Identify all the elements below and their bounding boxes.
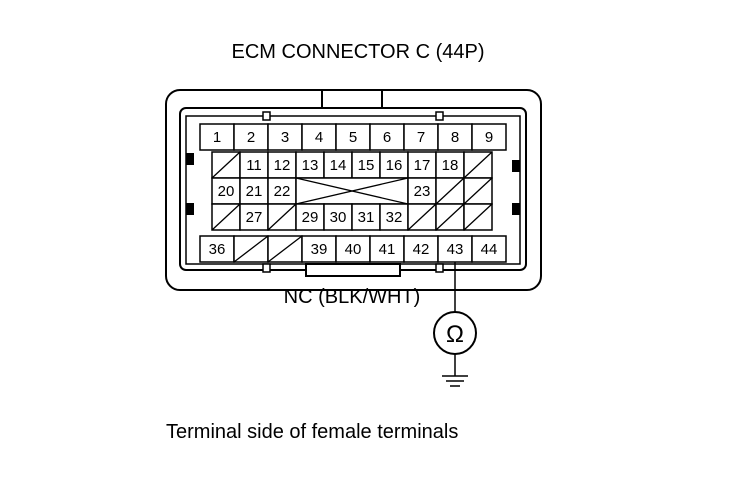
terminal-label: 44 [481, 241, 498, 258]
side-latches [186, 153, 520, 215]
terminal-label: 22 [274, 183, 291, 200]
terminal-label: 39 [311, 241, 328, 258]
blank-cavity-marks [211, 151, 493, 231]
terminal-label: 9 [485, 129, 493, 146]
terminal-label: 42 [413, 241, 430, 258]
ohmmeter-icon: Ω [433, 311, 477, 355]
terminal-row-1-labels: 1 2 3 4 5 6 7 8 9 [213, 129, 493, 146]
terminal-label: 6 [383, 129, 391, 146]
terminal-label: 27 [246, 209, 263, 226]
ground-symbol-icon [442, 354, 468, 387]
terminal-label: 4 [315, 129, 323, 146]
wire-label: NC (BLK/WHT) [284, 286, 421, 308]
terminal-label: 21 [246, 183, 263, 200]
diagram-title: ECM CONNECTOR C (44P) [232, 41, 485, 63]
terminal-label: 30 [330, 209, 347, 226]
terminal-row-5 [199, 235, 507, 263]
terminal-label: 3 [281, 129, 289, 146]
terminal-label: 7 [417, 129, 425, 146]
terminal-label: 20 [218, 183, 235, 200]
terminal-label: 32 [386, 209, 403, 226]
terminal-row-5-labels: 36 39 40 41 42 43 44 [209, 241, 498, 258]
terminal-label: 43 [447, 241, 464, 258]
terminal-label: 1 [213, 129, 221, 146]
terminal-label: 31 [358, 209, 375, 226]
ohm-symbol: Ω [446, 321, 464, 348]
terminal-label: 5 [349, 129, 357, 146]
terminal-label: 17 [414, 157, 431, 174]
blank-cavity-marks-row-5 [233, 235, 303, 263]
terminal-row-1 [199, 123, 507, 151]
terminal-label: 18 [442, 157, 459, 174]
terminal-label: 23 [414, 183, 431, 200]
diagram-caption: Terminal side of female terminals [166, 421, 458, 443]
terminal-label: 16 [386, 157, 403, 174]
terminal-row-3-labels: 20 21 22 23 [218, 183, 431, 200]
terminal-label: 11 [246, 157, 262, 174]
terminal-label: 41 [379, 241, 396, 258]
housing-keys [262, 111, 444, 273]
terminal-row-2-labels: 11 12 13 14 15 16 17 18 [246, 157, 458, 174]
terminal-label: 8 [451, 129, 459, 146]
terminal-label: 2 [247, 129, 255, 146]
terminal-label: 14 [330, 157, 347, 174]
terminal-label: 12 [274, 157, 291, 174]
terminal-label: 29 [302, 209, 319, 226]
terminal-label: 15 [358, 157, 375, 174]
terminal-row-4-labels: 27 29 30 31 32 [246, 209, 403, 226]
terminal-label: 36 [209, 241, 226, 258]
terminal-label: 40 [345, 241, 362, 258]
terminal-label: 13 [302, 157, 319, 174]
